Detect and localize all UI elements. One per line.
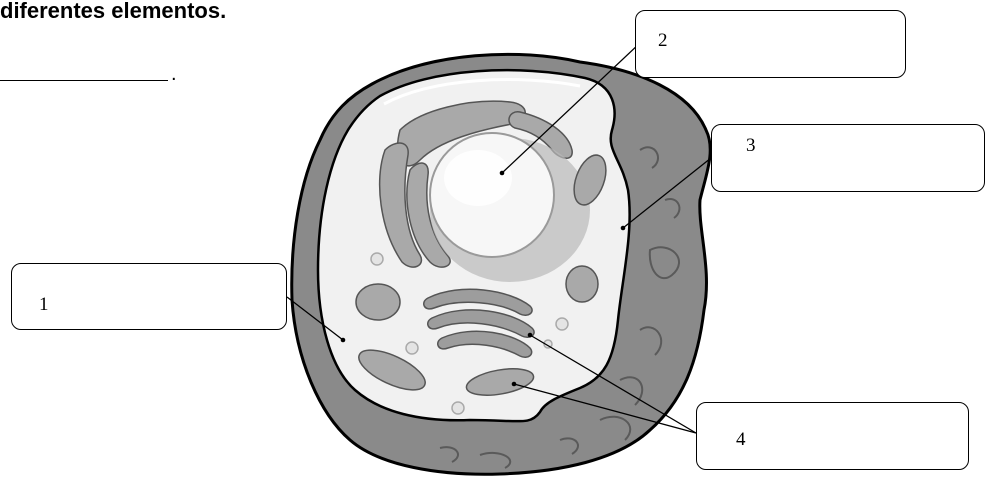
label-number-1: 1 — [39, 294, 49, 316]
label-box-3[interactable]: 3 — [711, 124, 985, 192]
label-number-3: 3 — [746, 135, 756, 157]
label-box-4[interactable]: 4 — [696, 402, 969, 470]
label-box-2[interactable]: 2 — [635, 10, 906, 78]
vacuole-left — [356, 284, 400, 320]
label-box-1[interactable]: 1 — [11, 263, 287, 330]
label-number-4: 4 — [736, 429, 746, 451]
vacuole-right — [566, 266, 598, 302]
label-number-2: 2 — [658, 30, 668, 52]
